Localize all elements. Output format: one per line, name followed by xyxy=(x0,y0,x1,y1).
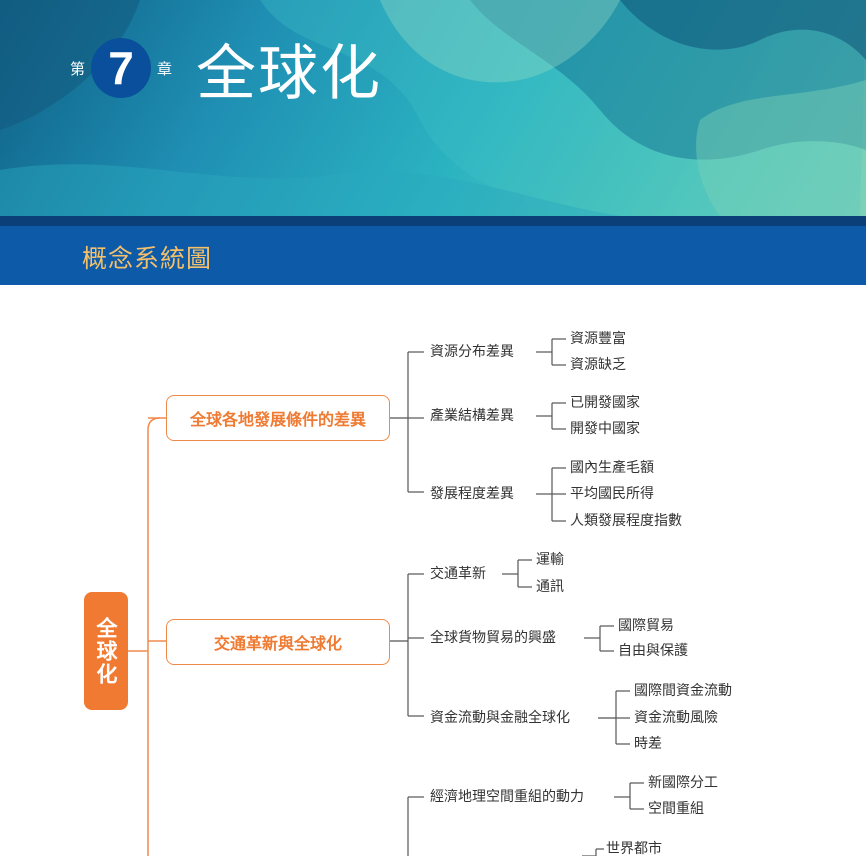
branch-development-differences: 全球各地發展條件的差異 xyxy=(166,395,390,441)
sub-international-trade: 國際貿易 xyxy=(618,618,674,634)
item-capital-flow: 資金流動與金融全球化 xyxy=(430,710,570,726)
sub-per-capita-income: 平均國民所得 xyxy=(570,486,654,502)
chapter-suffix: 章 xyxy=(157,59,173,78)
wave-background xyxy=(0,0,866,216)
item-development-level: 發展程度差異 xyxy=(430,486,514,502)
sub-free-vs-protection: 自由與保護 xyxy=(618,643,688,659)
chapter-prefix: 第 xyxy=(70,59,86,78)
item-spatial-restructuring: 經濟地理空間重組的動力 xyxy=(430,789,584,805)
sub-gdp: 國內生產毛額 xyxy=(570,460,654,476)
sub-resource-rich: 資源豐富 xyxy=(570,331,626,347)
item-resource-distribution: 資源分布差異 xyxy=(430,344,514,360)
chapter-title: 全球化 xyxy=(196,38,383,109)
sub-capital-risk: 資金流動風險 xyxy=(634,710,718,726)
sub-transport: 運輸 xyxy=(536,552,564,568)
sub-communication: 通訊 xyxy=(536,579,564,595)
sub-international-capital: 國際間資金流動 xyxy=(634,683,732,699)
branch-transport-globalization: 交通革新與全球化 xyxy=(166,619,390,665)
item-global-trade: 全球貨物貿易的興盛 xyxy=(430,630,556,646)
band-divider xyxy=(0,216,866,226)
item-industrial-structure: 產業結構差異 xyxy=(430,408,514,424)
section-label: 概念系統圖 xyxy=(82,244,213,273)
chapter-banner: 第 7 章 全球化 xyxy=(0,0,866,216)
sub-hdi: 人類發展程度指數 xyxy=(570,513,682,529)
concept-map-connectors xyxy=(128,338,644,856)
sub-developing-countries: 開發中國家 xyxy=(570,421,640,437)
section-band: 概念系統圖 xyxy=(0,216,866,285)
sub-spatial-reorganization: 空間重組 xyxy=(648,801,704,817)
sub-resource-poor: 資源缺乏 xyxy=(570,357,626,373)
item-transport-revolution: 交通革新 xyxy=(430,566,486,582)
chapter-number-badge: 7 xyxy=(91,38,152,98)
sub-developed-countries: 已開發國家 xyxy=(570,395,640,411)
sub-new-division-of-labor: 新國際分工 xyxy=(648,775,718,791)
chapter-heading: 第 7 章 全球化 xyxy=(70,36,382,109)
sub-time-difference: 時差 xyxy=(634,736,662,752)
root-node: 全球化 xyxy=(84,592,128,710)
sub-world-city: 世界都市 xyxy=(606,841,662,857)
